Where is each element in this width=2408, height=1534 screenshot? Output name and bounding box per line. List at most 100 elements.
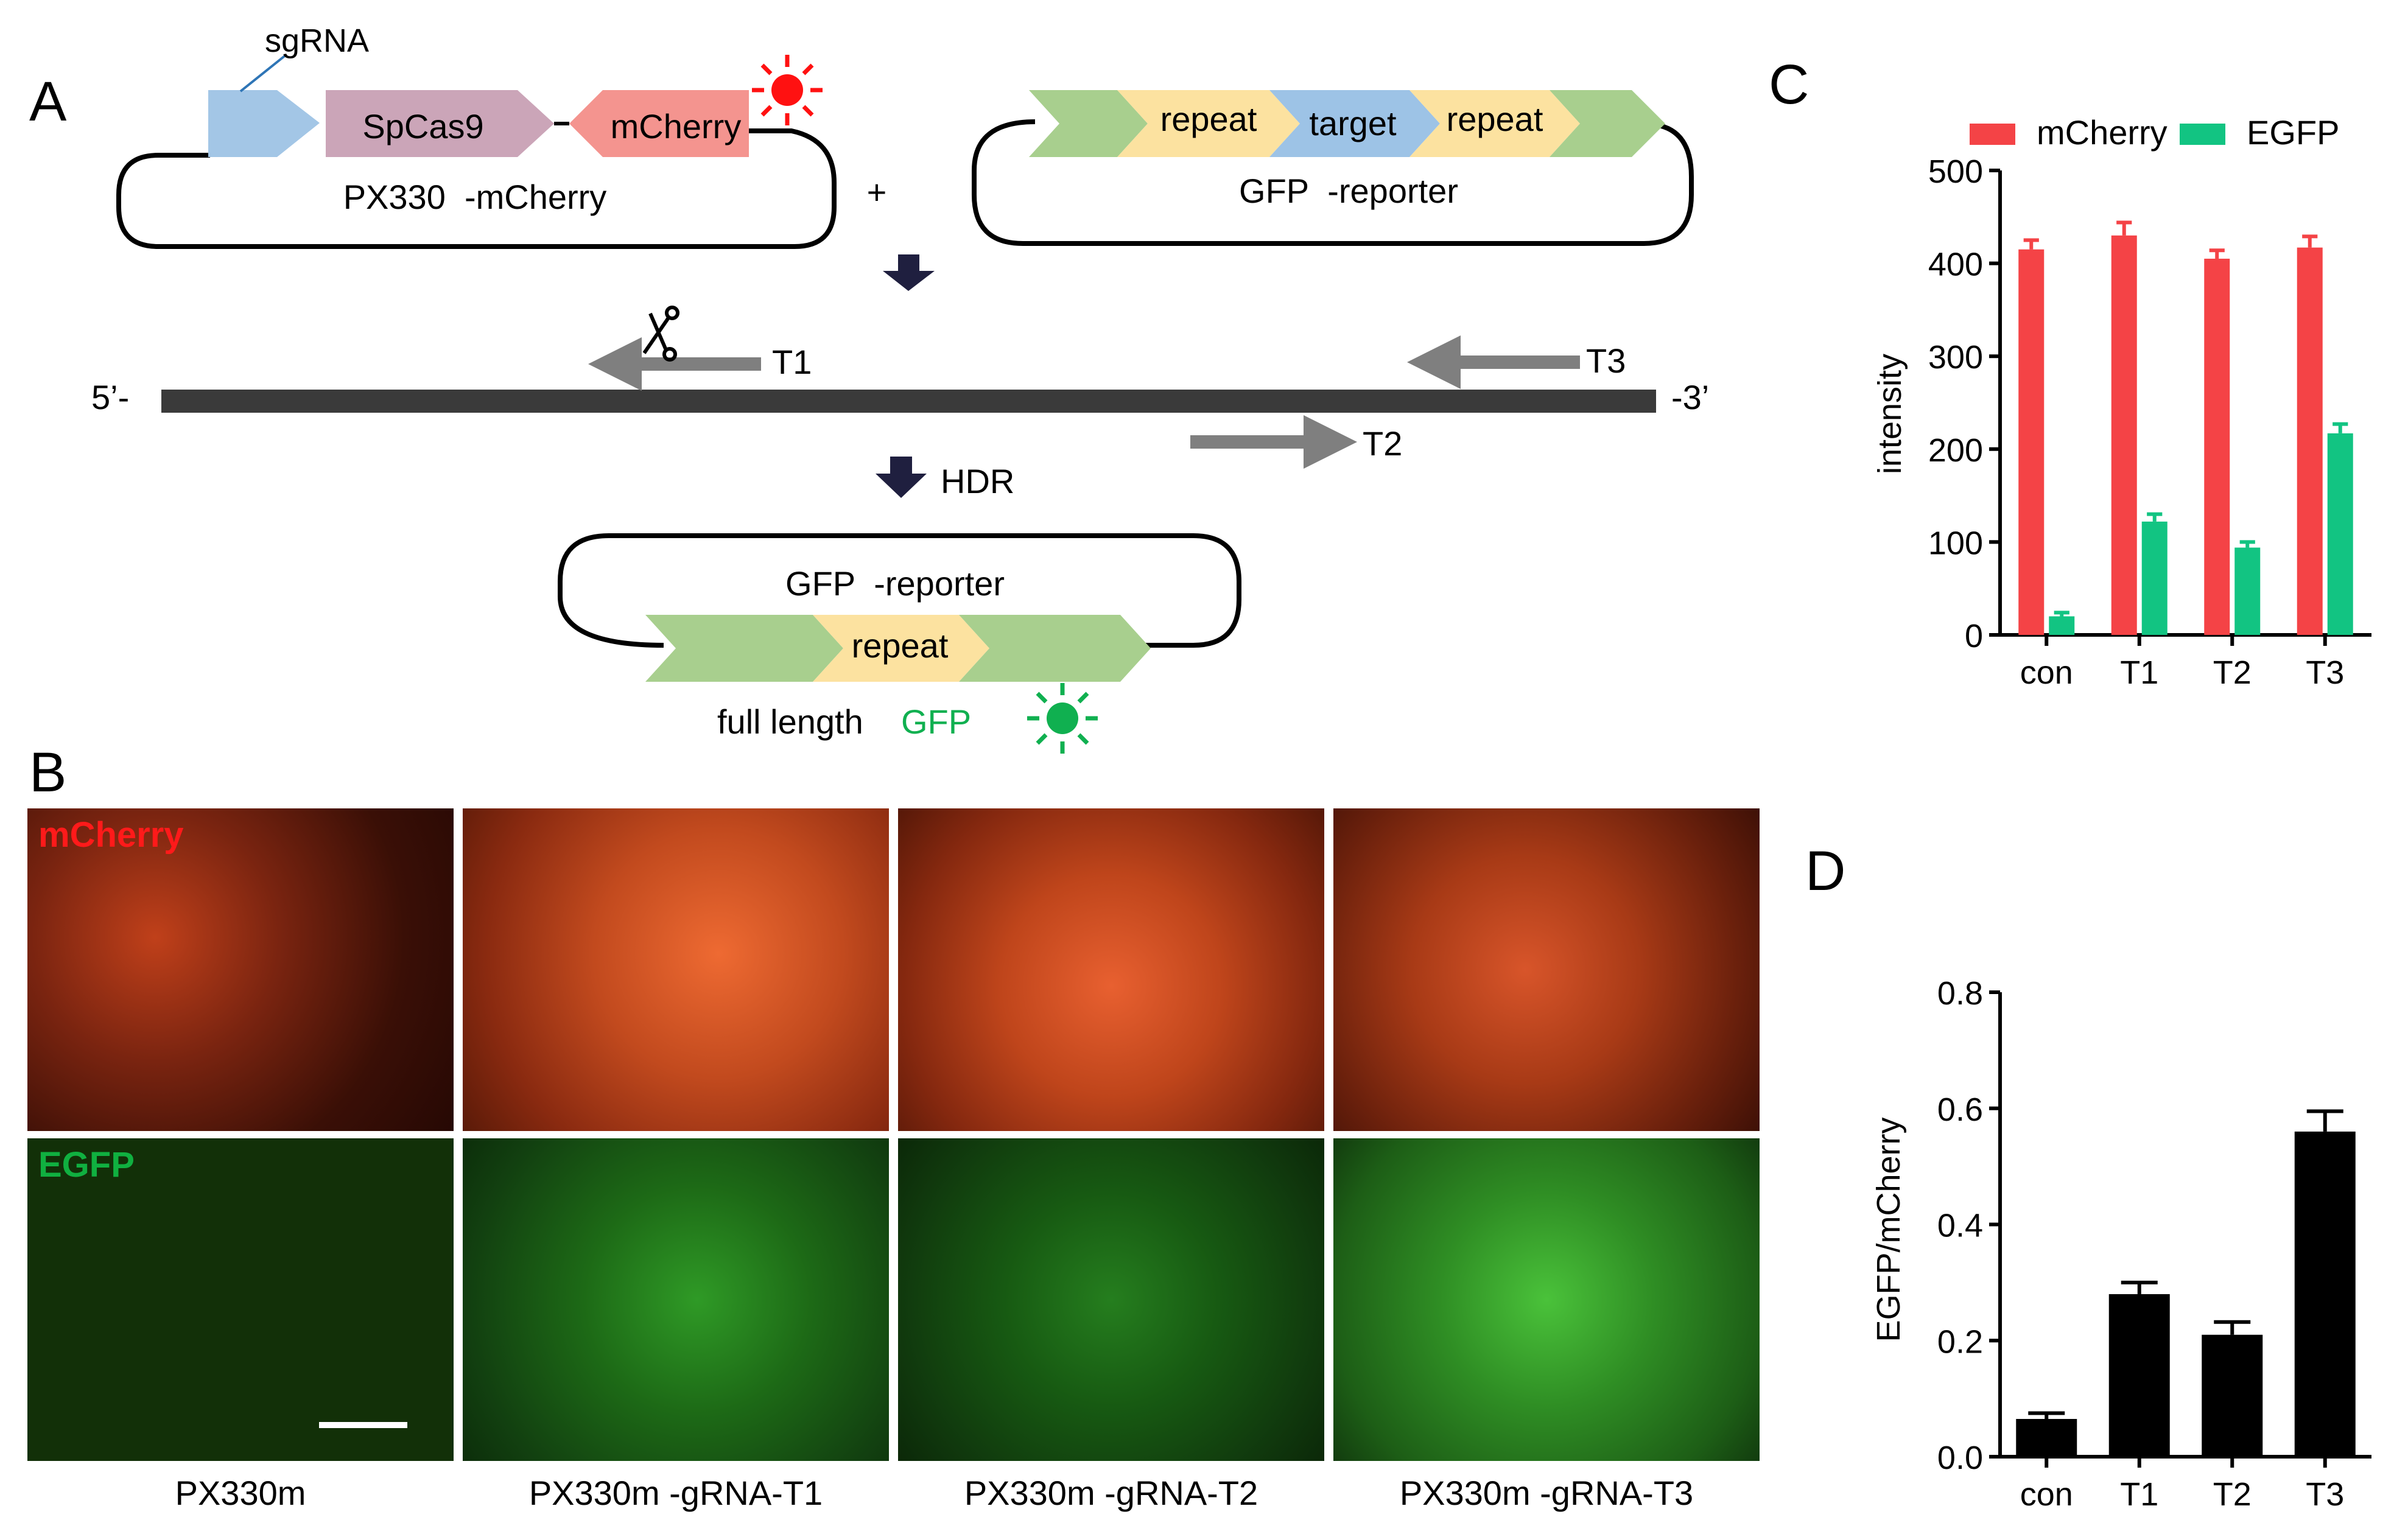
plasmid2-name: GFP -reporter xyxy=(1239,172,1458,210)
target-arrows: T1 T3 T2 xyxy=(588,335,1626,469)
repeat-label-hdr: repeat xyxy=(852,626,949,665)
legend-label-mcherry: mCherry xyxy=(2037,113,2168,152)
target-label: target xyxy=(1309,104,1397,142)
bar xyxy=(2234,547,2261,635)
scale-bar xyxy=(319,1422,407,1428)
x-tick-label: T3 xyxy=(2306,1476,2344,1513)
micro-egfp-t3 xyxy=(1333,1138,1760,1461)
bar xyxy=(2016,1419,2077,1457)
plasmid-gfp-reporter: repeat target repeat GFP -reporter xyxy=(972,90,1694,246)
caption-t2: PX330m -gRNA-T2 xyxy=(964,1474,1258,1512)
down-arrow-icon xyxy=(883,254,935,291)
spcas9-element xyxy=(326,90,554,157)
caption-t3: PX330m -gRNA-T3 xyxy=(1399,1474,1694,1512)
x-tick-label: con xyxy=(2020,654,2073,691)
chart-d-ylabel: EGFP/mCherry xyxy=(1870,1117,1907,1342)
bar xyxy=(2297,247,2323,636)
gfp-right-half xyxy=(1550,90,1665,157)
y-tick-label: 0.2 xyxy=(1937,1323,1983,1360)
micro-label-mcherry: mCherry xyxy=(38,815,184,855)
panel-letter-a: A xyxy=(29,71,67,133)
caption-t1: PX330m -gRNA-T1 xyxy=(528,1474,823,1512)
plus-sign: + xyxy=(867,173,887,211)
plasmid1-name: PX330 -mCherry xyxy=(343,178,607,216)
x-tick-label: T1 xyxy=(2120,654,2158,691)
micro-label-egfp: EGFP xyxy=(38,1145,135,1185)
chart-c: mCherry EGFP intensity 0 100 200 300 400 500 c… xyxy=(1872,113,2371,691)
gfp-label: GFP xyxy=(901,702,971,741)
micro-egfp-t1 xyxy=(463,1138,889,1461)
chart-d: EGFP/mCherry 0.0 0.2 0.4 0.6 0.8 con T1 T2 T3 xyxy=(1870,975,2371,1513)
x-tick-label: T1 xyxy=(2120,1476,2158,1513)
plasmid-gfp-reporter-hdr: GFP -reporter repeat full length GFP xyxy=(558,533,1241,741)
caption-px330m: PX330m xyxy=(175,1474,306,1512)
micro-mcherry-px330m: mCherry xyxy=(27,808,454,1131)
y-tick-label: 0.4 xyxy=(1937,1208,1983,1244)
repeat-label-2: repeat xyxy=(1447,100,1543,138)
repeat-label-1: repeat xyxy=(1160,100,1257,138)
target-element xyxy=(1269,90,1440,157)
three-prime-label: -3’ xyxy=(1671,378,1709,416)
full-length-label: full length xyxy=(717,702,863,741)
panel-letter-d: D xyxy=(1805,840,1845,902)
micro-mcherry-t2 xyxy=(898,808,1324,1131)
legend-swatch-mcherry xyxy=(1970,124,2015,145)
mcherry-element-label: mCherry xyxy=(611,107,742,145)
chart-c-legend: mCherry EGFP xyxy=(1970,113,2339,152)
x-tick-label: T2 xyxy=(2213,1476,2252,1513)
bar xyxy=(2141,521,2168,635)
y-tick-label: 300 xyxy=(1928,339,1983,376)
bar xyxy=(2049,616,2075,635)
hdr-label: HDR xyxy=(941,462,1014,500)
y-tick-label: 200 xyxy=(1928,432,1983,469)
micro-mcherry-t1 xyxy=(463,808,889,1131)
micro-egfp-t2 xyxy=(898,1138,1324,1461)
t2-label: T2 xyxy=(1363,424,1402,463)
y-tick-label: 0.6 xyxy=(1937,1091,1983,1128)
bar xyxy=(2204,258,2230,636)
dna-strand: 5’- -3’ xyxy=(91,378,1709,416)
micro-mcherry-t3 xyxy=(1333,808,1760,1131)
bar xyxy=(2108,1294,2170,1457)
bar xyxy=(2202,1334,2263,1457)
y-tick-label: 500 xyxy=(1928,153,1983,190)
micro-egfp-px330m: EGFP xyxy=(27,1138,454,1461)
y-tick-label: 0.8 xyxy=(1937,975,1983,1012)
x-tick-label: T3 xyxy=(2306,654,2344,691)
gfp-left-half-hdr xyxy=(645,615,843,682)
legend-label-egfp: EGFP xyxy=(2247,113,2339,152)
plasmid-px330-mcherry: sgRNA SpCas9 mCherry PX330 -mCherry xyxy=(116,23,837,249)
repeat-element-hdr xyxy=(813,615,989,682)
spcas9-label: SpCas9 xyxy=(362,107,483,145)
y-tick-label: 100 xyxy=(1928,525,1983,561)
plasmid3-name: GFP -reporter xyxy=(785,564,1005,603)
gfp-right-half-hdr xyxy=(959,615,1151,682)
repeat-element-1 xyxy=(1117,90,1300,157)
legend-swatch-egfp xyxy=(2180,124,2225,145)
sgrna-label: sgRNA xyxy=(265,23,369,59)
y-tick-label: 0.0 xyxy=(1937,1440,1983,1476)
bar xyxy=(2327,433,2353,635)
repeat-element-2 xyxy=(1409,90,1580,157)
panel-letter-b: B xyxy=(29,741,66,804)
y-tick-label: 400 xyxy=(1928,247,1983,283)
sgrna-element xyxy=(208,90,320,157)
green-sun-icon xyxy=(1027,683,1098,754)
scissors-icon xyxy=(642,306,679,362)
five-prime-label: 5’- xyxy=(91,378,129,416)
down-arrow-icon-2 xyxy=(876,457,927,498)
gfp-left-half xyxy=(1029,90,1148,157)
t3-label: T3 xyxy=(1586,341,1626,380)
bar xyxy=(2018,249,2045,636)
x-tick-label: con xyxy=(2020,1476,2073,1513)
t1-label: T1 xyxy=(772,343,812,381)
chart-c-ylabel: intensity xyxy=(1872,354,1908,474)
bar xyxy=(2111,235,2137,635)
panel-letter-c: C xyxy=(1769,54,1809,116)
y-tick-label: 0 xyxy=(1965,618,1983,654)
x-tick-label: T2 xyxy=(2213,654,2252,691)
bar xyxy=(2294,1131,2356,1457)
red-sun-icon xyxy=(752,55,823,125)
mcherry-element xyxy=(569,90,749,157)
